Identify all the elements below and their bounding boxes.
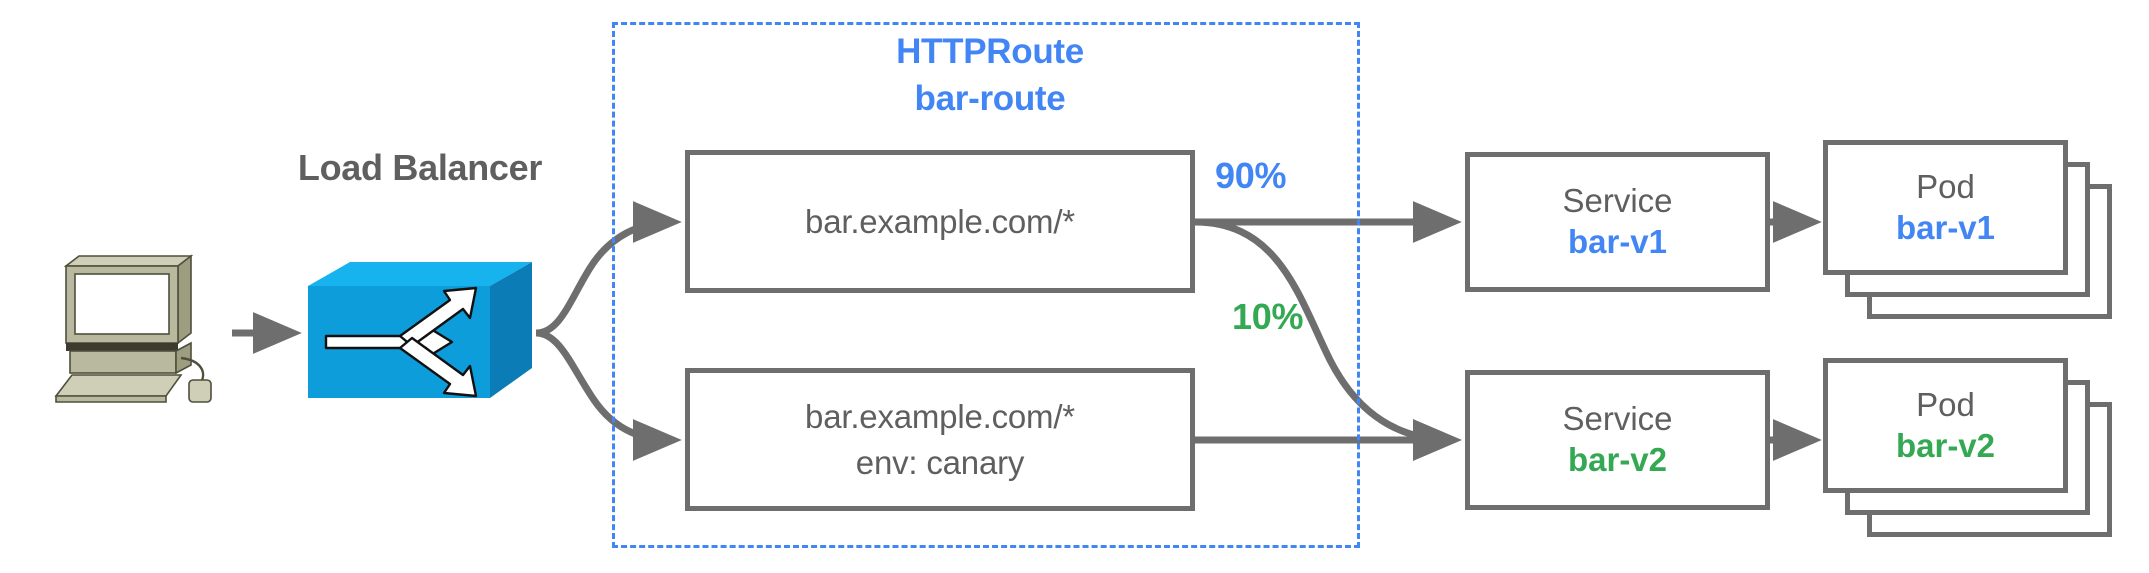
route-match-box-2[interactable]: bar.example.com/* env: canary xyxy=(685,368,1195,511)
route-match-hostname-1: bar.example.com/* xyxy=(805,202,1075,240)
httproute-group-border xyxy=(612,22,1360,548)
route-match-header-2: env: canary xyxy=(855,443,1025,481)
route-match-hostname-2: bar.example.com/* xyxy=(805,397,1075,435)
pod-name-2: bar-v2 xyxy=(1895,426,1996,464)
pod-box-bar-v1[interactable]: Pod bar-v1 xyxy=(1823,140,2068,275)
httproute-kind: HTTPRoute xyxy=(896,32,1084,71)
service-name-2: bar-v2 xyxy=(1567,441,1668,478)
service-box-bar-v1[interactable]: Service bar-v1 xyxy=(1465,152,1770,292)
pod-kind-2: Pod xyxy=(1916,385,1975,423)
pod-stack-bar-v1[interactable]: Pod bar-v1 xyxy=(1823,140,2133,319)
httproute-name: bar-route xyxy=(914,79,1066,118)
service-name-1: bar-v1 xyxy=(1567,223,1668,260)
httproute-group-title: HTTPRoute bar-route xyxy=(760,28,1220,122)
desktop-computer-icon xyxy=(48,248,228,408)
service-box-bar-v2[interactable]: Service bar-v2 xyxy=(1465,370,1770,510)
pod-box-bar-v2[interactable]: Pod bar-v2 xyxy=(1823,358,2068,493)
pod-kind-1: Pod xyxy=(1916,167,1975,205)
pod-name-1: bar-v1 xyxy=(1895,208,1996,246)
weight-label-10: 10% xyxy=(1232,296,1304,337)
load-balancer-label: Load Balancer xyxy=(297,147,543,188)
weight-label-90: 90% xyxy=(1215,155,1287,196)
load-balancer-router-icon xyxy=(300,258,540,408)
service-kind-2: Service xyxy=(1562,400,1673,437)
route-match-box-1[interactable]: bar.example.com/* xyxy=(685,150,1195,293)
service-kind-1: Service xyxy=(1562,182,1673,219)
pod-stack-bar-v2[interactable]: Pod bar-v2 xyxy=(1823,358,2133,537)
